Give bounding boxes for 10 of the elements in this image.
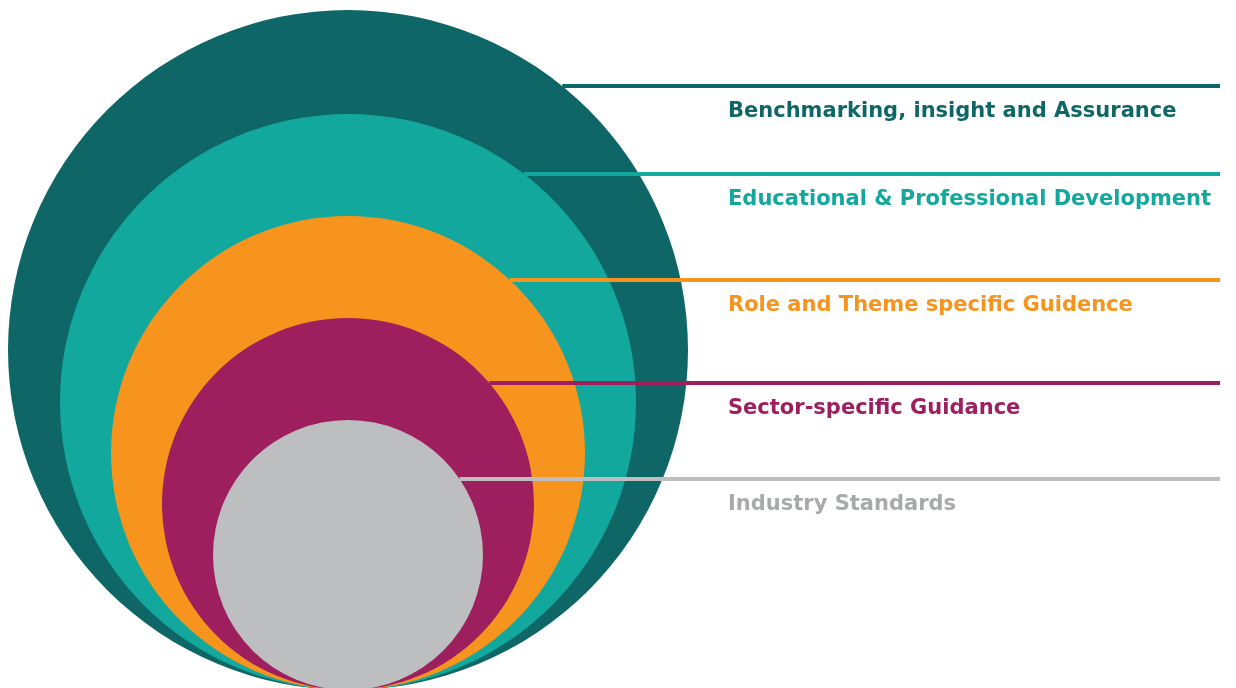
- leader-line: [510, 278, 728, 282]
- leader-line: [489, 381, 728, 385]
- layer-label: Role and Theme specific Guidence: [728, 278, 1220, 316]
- layer-label: Educational & Professional Development: [728, 172, 1220, 210]
- leader-line: [524, 172, 728, 176]
- leader-line: [459, 477, 728, 481]
- leader-line: [562, 84, 728, 88]
- layer-label: Industry Standards: [728, 477, 1220, 515]
- layer-label: Benchmarking, insight and Assurance: [728, 84, 1220, 122]
- layer-label: Sector-specific Guidance: [728, 381, 1220, 419]
